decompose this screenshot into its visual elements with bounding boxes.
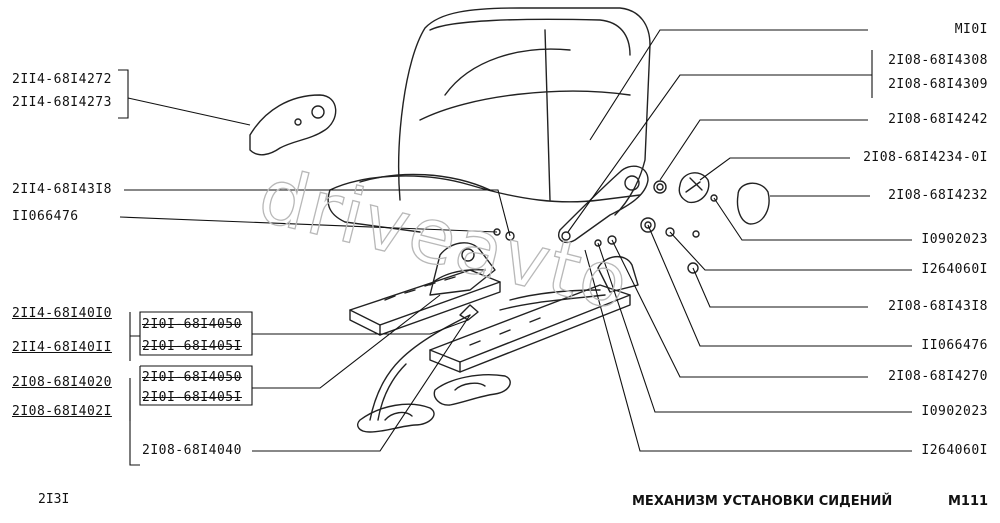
part-label-left-2: 2II4-68I4273 [12,95,112,110]
seat-back [398,7,651,216]
diagram-code: M111 [948,494,989,509]
knob-cap [736,182,770,225]
part-label-mid-5: 2I08-68I4040 [142,443,242,458]
lever-arm [558,165,649,244]
part-label-right-8: I264060I [921,262,988,277]
part-label-right-13: I264060I [921,443,988,458]
part-label-left-1: 2II4-68I4272 [12,72,112,87]
diagram-title: МЕХАНИЗМ УСТАНОВКИ СИДЕНИЙ [632,494,893,509]
model-number: 2I3I [38,492,70,507]
part-label-right-7: I0902023 [921,232,988,247]
part-label-left-6: 2II4-68I40II [12,340,112,355]
connecting-rod [369,314,471,421]
part-label-left-7: 2I08-68I4020 [12,375,112,390]
part-label-right-10: II066476 [921,338,988,353]
part-label-right-5: 2I08-68I4234-0I [863,150,988,165]
part-label-right-1: MI0I [954,22,988,37]
part-label-right-4: 2I08-68I4242 [888,112,988,127]
seat-cushion [329,175,641,203]
part-label-right-6: 2I08-68I4232 [888,188,988,203]
bracket-1 [357,403,435,433]
part-label-mid-3: 2I0I-68I4050 [142,370,242,385]
part-label-mid-2: 2I0I-68I405I [142,339,242,354]
washer [653,180,667,194]
part-label-mid-1: 2I0I-68I4050 [142,317,242,332]
part-label-right-9: 2I08-68I43I8 [888,299,988,314]
handle-base [678,172,710,204]
part-label-right-11: 2I08-68I4270 [888,369,988,384]
part-label-left-4: II066476 [12,209,79,224]
bracket-2 [433,374,511,406]
part-label-mid-4: 2I0I-68I405I [142,390,242,405]
part-label-right-3: 2I08-68I4309 [888,77,988,92]
cover-plate [249,94,337,156]
part-label-right-2: 2I08-68I4308 [888,53,988,68]
part-label-right-12: I0902023 [921,404,988,419]
part-label-left-5: 2II4-68I40I0 [12,306,112,321]
part-label-left-8: 2I08-68I402I [12,404,112,419]
part-label-left-3: 2II4-68I43I8 [12,182,112,197]
